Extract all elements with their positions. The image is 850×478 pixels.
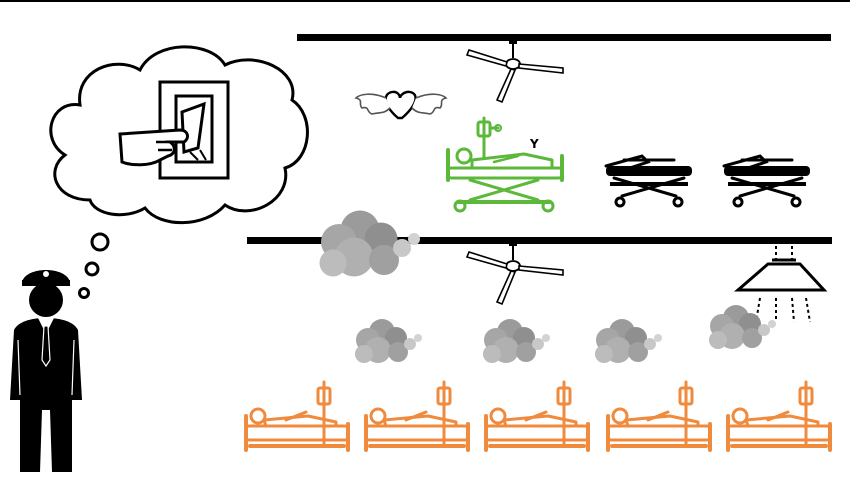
hospital-bed-icon-5 — [726, 380, 832, 452]
upper-ceiling-fan-icon — [466, 38, 564, 103]
patient-beds-row — [244, 380, 832, 452]
smoke-cloud-large — [319, 210, 420, 277]
stretcher-icon-1 — [604, 154, 694, 208]
ceiling-sprinkler-icon — [733, 246, 828, 323]
lower-ceiling-line — [247, 237, 832, 244]
lower-ceiling-fan-icon — [466, 240, 564, 305]
hospital-bed-icon-2 — [364, 380, 470, 452]
smoke-cloud-1 — [355, 319, 422, 363]
hospital-bed-icon-3 — [484, 380, 590, 452]
hospital-bed-icon-1 — [244, 380, 350, 452]
smoke-cloud-2 — [483, 319, 550, 363]
security-guard-icon — [10, 270, 82, 472]
smoke-cloud-3 — [595, 319, 662, 363]
target-patient-bed — [446, 116, 564, 213]
winged-heart-icon — [354, 90, 448, 120]
stretcher-icon-2 — [722, 154, 812, 208]
target-hospital-bed-icon — [446, 116, 564, 213]
smoke-cloud-4 — [709, 305, 776, 349]
light-switch-icon — [118, 80, 230, 180]
patient-y-label: Y — [529, 137, 539, 151]
upper-ceiling-line — [297, 34, 831, 41]
hospital-bed-icon-4 — [606, 380, 712, 452]
